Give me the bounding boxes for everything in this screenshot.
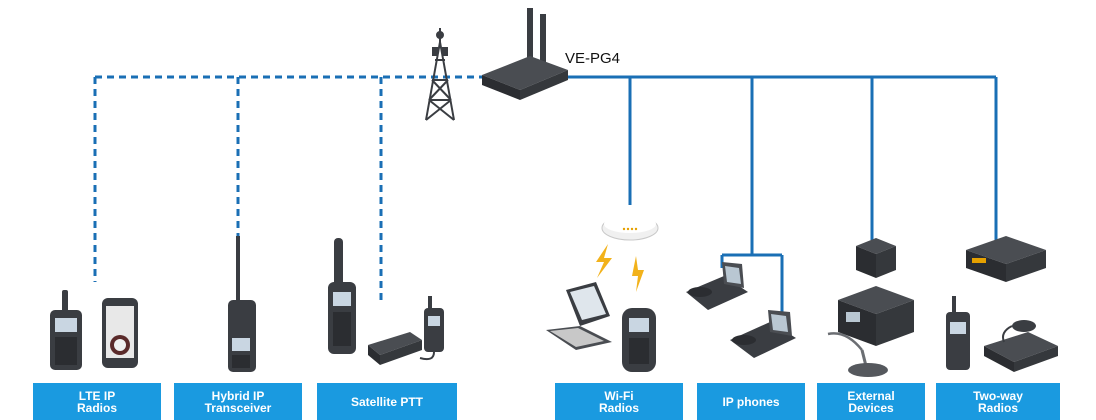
category-label-line1: External xyxy=(847,388,895,403)
category-label-line1: Two-way xyxy=(973,388,1023,403)
wifi-access-point-icon xyxy=(601,215,659,241)
category-label-line1: LTE IP xyxy=(78,388,116,403)
category-hybrid-ip-transceiver: Hybrid IP Transceiver xyxy=(174,383,302,420)
wireless-signal-icon xyxy=(596,244,644,292)
lte-radio-icon xyxy=(50,290,82,370)
category-label-line1: Wi-Fi xyxy=(604,388,634,403)
category-satellite-ptt: Satellite PTT xyxy=(317,383,457,420)
category-wifi-radios: Wi-Fi Radios xyxy=(555,383,683,420)
mobile-radio-icon xyxy=(984,320,1058,372)
category-label-line2: Devices xyxy=(848,400,894,415)
solid-links xyxy=(560,75,998,318)
category-label-line1: IP phones xyxy=(722,394,780,409)
router-label: VE-PG4 xyxy=(565,50,621,67)
satellite-phone-icon xyxy=(328,238,356,354)
category-label-line2: Transceiver xyxy=(204,400,272,415)
ip-phone-icon xyxy=(686,262,748,310)
category-label-line1: Satellite PTT xyxy=(350,394,424,409)
category-label-line2: Radios xyxy=(598,400,639,415)
category-ip-phones: IP phones xyxy=(697,383,805,420)
lte-smartphone-icon xyxy=(102,298,138,368)
ip-phone-icon-2 xyxy=(730,310,796,358)
category-two-way-radios: Two-way Radios xyxy=(936,383,1060,420)
handheld-radio-icon xyxy=(946,296,970,370)
category-label-line1: Hybrid IP xyxy=(211,388,265,403)
desk-microphone-icon xyxy=(827,332,888,377)
dashed-links xyxy=(93,75,482,305)
laptop-icon xyxy=(546,282,612,350)
cell-tower-icon xyxy=(425,28,455,121)
base-station-icon xyxy=(838,286,914,346)
satellite-base-icon xyxy=(368,296,444,365)
router-icon xyxy=(482,8,568,100)
wifi-radio-icon xyxy=(622,308,656,372)
hybrid-transceiver-icon xyxy=(228,236,256,372)
category-label-line2: Radios xyxy=(977,400,1018,415)
rack-radio-icon xyxy=(966,236,1046,282)
external-box-icon xyxy=(856,238,896,278)
category-label-line2: Radios xyxy=(76,400,117,415)
category-external-devices: External Devices xyxy=(817,383,925,420)
category-lte-ip-radios: LTE IP Radios xyxy=(33,383,161,420)
